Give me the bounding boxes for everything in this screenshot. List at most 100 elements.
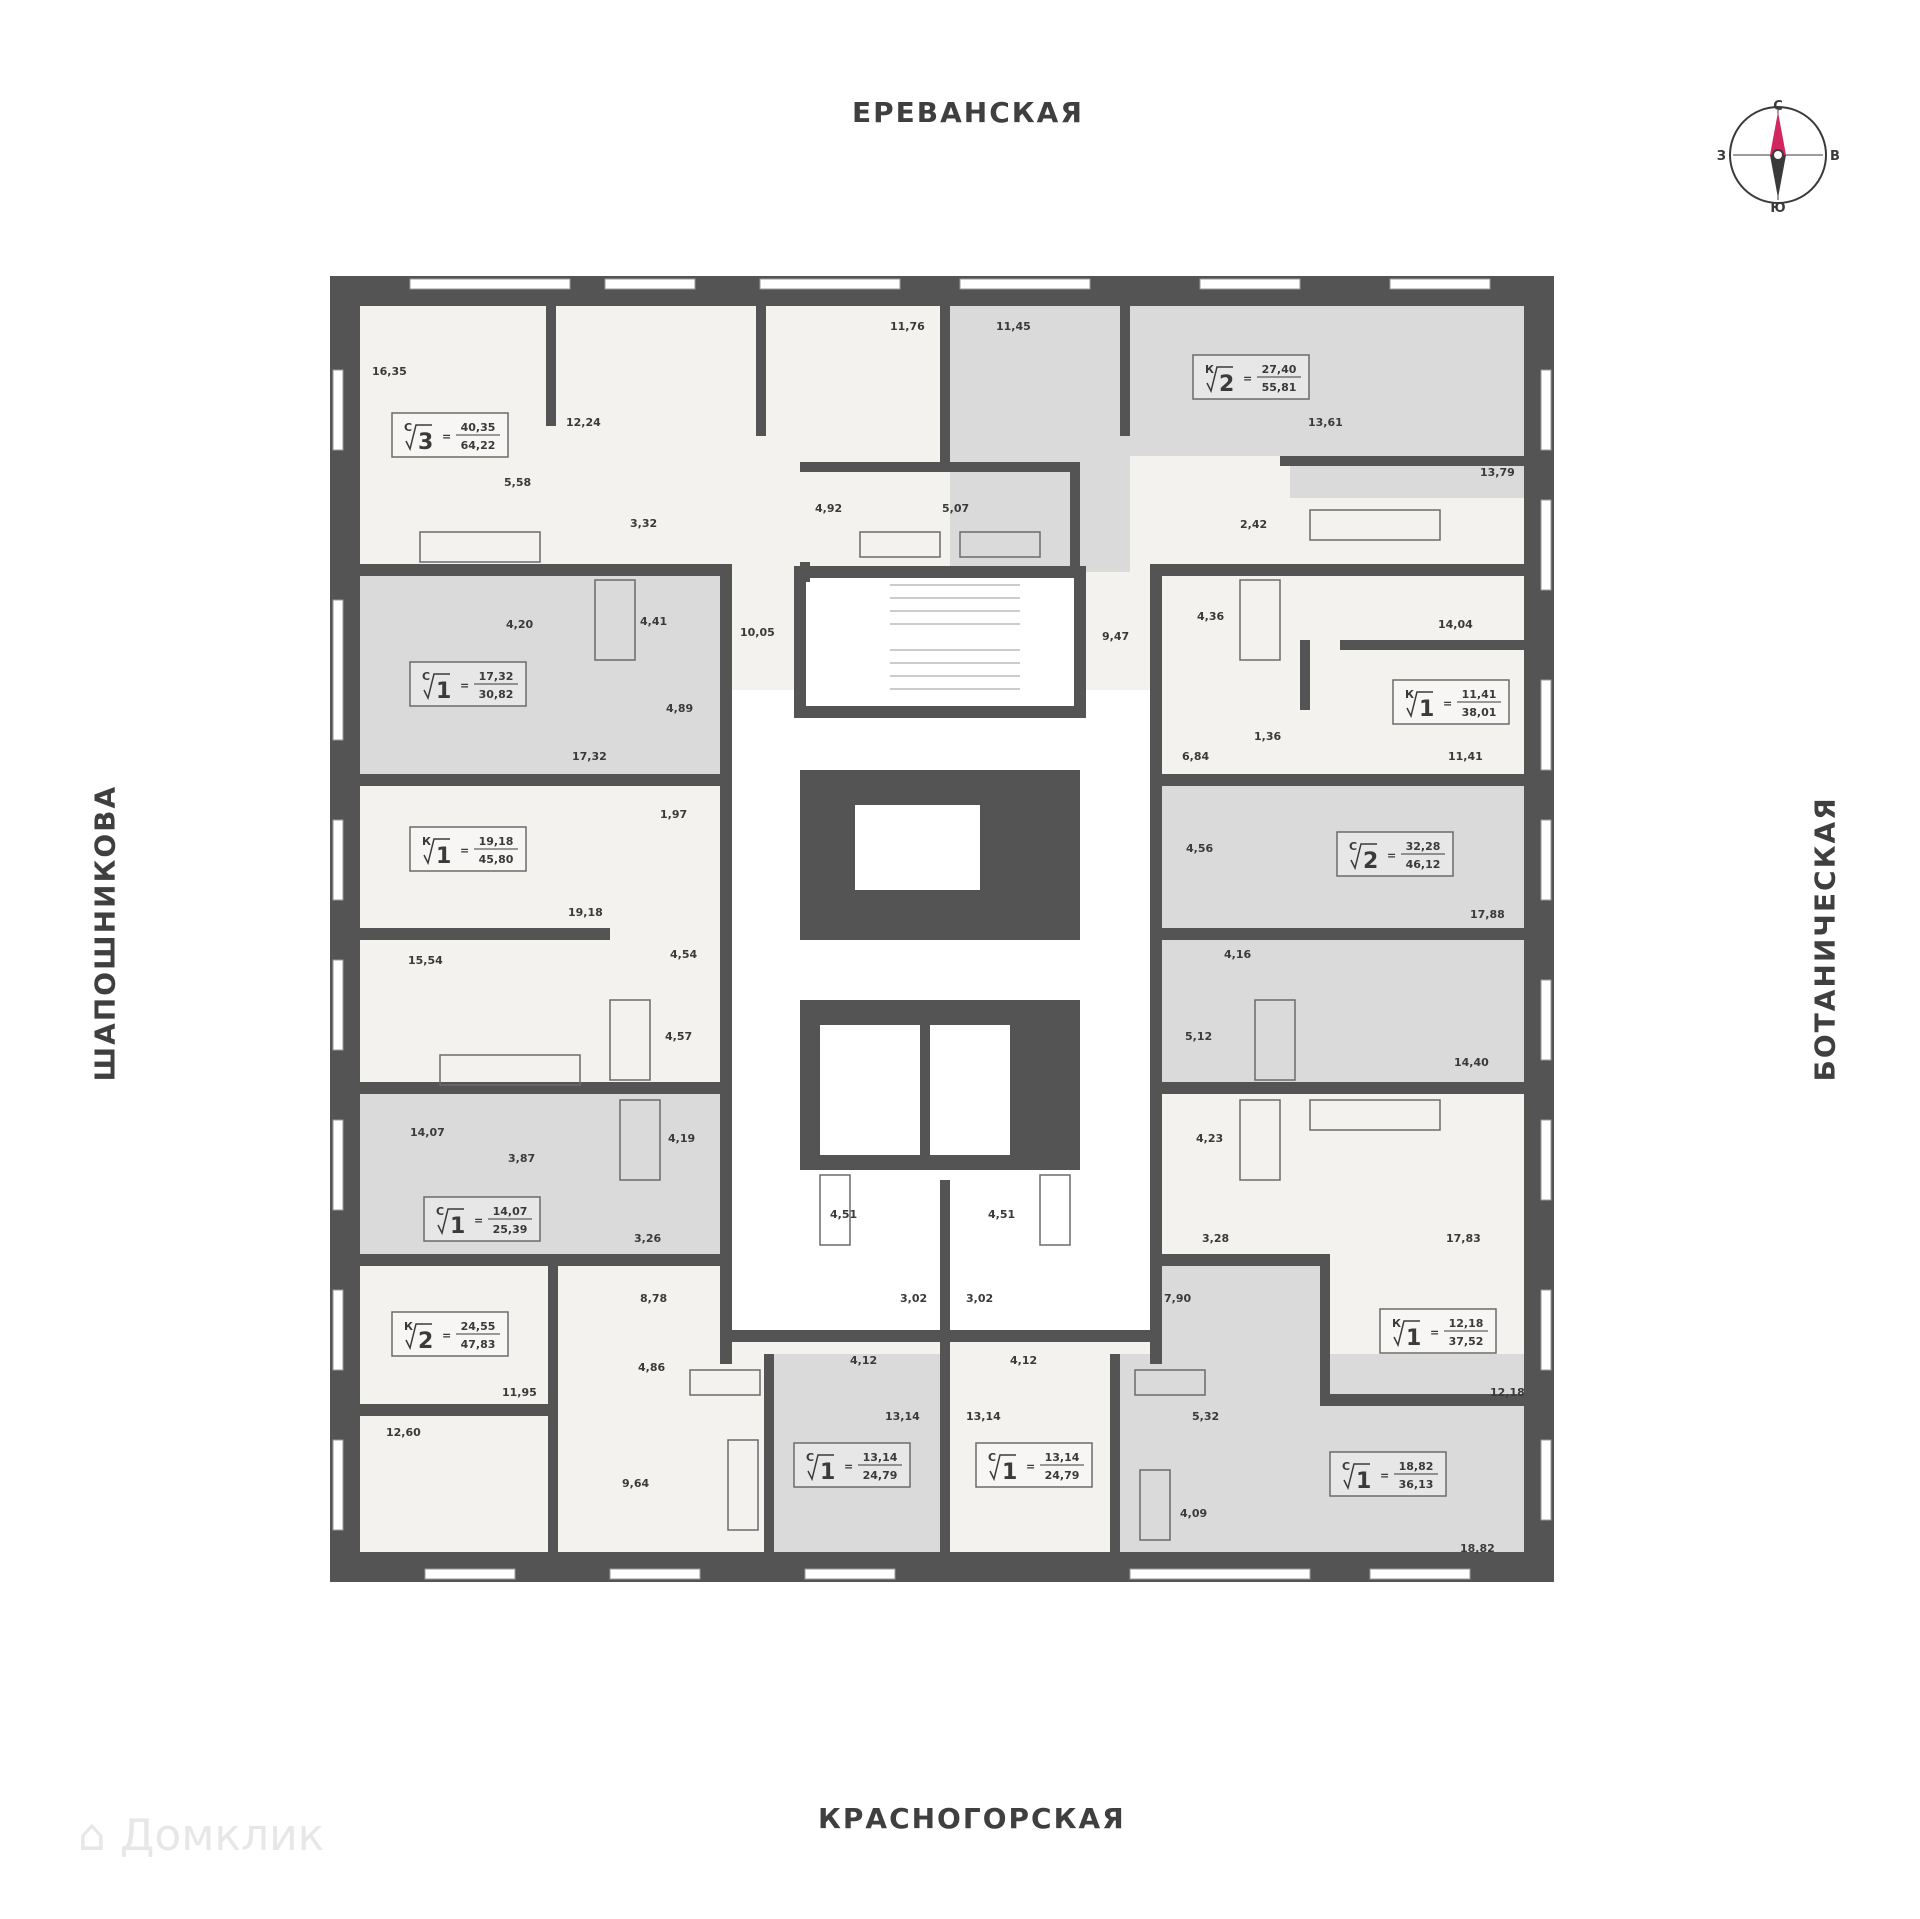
- living-area: 11,41: [1462, 688, 1497, 701]
- compass-east-label: В: [1830, 149, 1840, 164]
- compass: С Ю З В: [1717, 99, 1840, 216]
- apartment-rooms: 1: [450, 1214, 465, 1239]
- apartment-rooms: 1: [436, 679, 451, 704]
- room-area: 4,19: [668, 1132, 695, 1145]
- apartment-rooms: 1: [820, 1460, 835, 1485]
- equals-sign: =: [460, 679, 469, 692]
- apartment-type: К: [1405, 688, 1414, 701]
- room-area: 17,88: [1470, 908, 1505, 921]
- room-area: 4,51: [988, 1208, 1015, 1221]
- stair-steps: [890, 584, 1020, 690]
- room-area: 4,09: [1180, 1507, 1207, 1520]
- total-area: 64,22: [461, 439, 496, 452]
- room-area: 17,83: [1446, 1232, 1481, 1245]
- equals-sign: =: [1443, 697, 1452, 710]
- house-icon: ⌂: [78, 1810, 106, 1861]
- living-area: 40,35: [461, 421, 496, 434]
- total-area: 24,79: [863, 1469, 898, 1482]
- room-area: 3,32: [630, 517, 657, 530]
- room-area: 4,57: [665, 1030, 692, 1043]
- total-area: 37,52: [1449, 1335, 1484, 1348]
- stairwell: [794, 566, 1086, 718]
- radical-sign-icon: [423, 673, 450, 701]
- total-area: 38,01: [1462, 706, 1497, 719]
- room-area: 8,78: [640, 1292, 667, 1305]
- apartment-rooms: 2: [1219, 372, 1234, 397]
- equals-sign: =: [1243, 372, 1252, 385]
- room-area: 11,41: [1448, 750, 1483, 763]
- radical-sign-icon: [1406, 691, 1433, 719]
- watermark-text: Домклик: [119, 1810, 325, 1861]
- room-area: 11,76: [890, 320, 925, 333]
- radical-sign-icon: [1393, 1320, 1420, 1348]
- elevator-shaft-2: [820, 1025, 920, 1155]
- living-area: 24,55: [461, 1320, 496, 1333]
- room-area: 14,40: [1454, 1056, 1489, 1069]
- apartment-rooms: 1: [1002, 1460, 1017, 1485]
- compass-south-needle: [1770, 155, 1786, 198]
- street-north-label: ЕРЕВАНСКАЯ: [852, 96, 1084, 129]
- room-area: 4,56: [1186, 842, 1213, 855]
- room-area: 7,90: [1164, 1292, 1191, 1305]
- street-west-label: ШАПОШНИКОВА: [88, 784, 122, 1082]
- room-area: 4,92: [815, 502, 842, 515]
- room-area: 5,32: [1192, 1410, 1219, 1423]
- room-area: 4,16: [1224, 948, 1251, 961]
- total-area: 24,79: [1045, 1469, 1080, 1482]
- room-area: 11,45: [996, 320, 1031, 333]
- apartment-type: С: [404, 421, 412, 434]
- apartment-badges: С3=40,3564,22С1=17,3230,82К1=19,1845,80С…: [391, 354, 1510, 1497]
- apartment-type: С: [806, 1451, 814, 1464]
- room-area: 13,61: [1308, 416, 1343, 429]
- equals-sign: =: [1380, 1469, 1389, 1482]
- room-area: 1,97: [660, 808, 687, 821]
- room-area: 4,12: [1010, 1354, 1037, 1367]
- room-area: 15,54: [408, 954, 443, 967]
- room-area: 3,26: [634, 1232, 661, 1245]
- room-area: 6,84: [1182, 750, 1209, 763]
- apartment-rooms: 3: [418, 430, 433, 455]
- room-area: 12,60: [386, 1426, 421, 1439]
- room-area: 5,07: [942, 502, 969, 515]
- room-area: 4,41: [640, 615, 667, 628]
- room-area: 12,18: [1490, 1386, 1525, 1399]
- living-area: 13,14: [1045, 1451, 1080, 1464]
- total-area: 25,39: [493, 1223, 528, 1236]
- radical-sign-icon: [807, 1454, 834, 1482]
- room-area: 10,05: [740, 626, 775, 639]
- room-area: 14,04: [1438, 618, 1473, 631]
- room-area: 4,12: [850, 1354, 877, 1367]
- room-area: 12,24: [566, 416, 601, 429]
- room-area: 3,02: [900, 1292, 927, 1305]
- equals-sign: =: [442, 1329, 451, 1342]
- total-area: 36,13: [1399, 1478, 1434, 1491]
- room-area: 14,07: [410, 1126, 445, 1139]
- total-area: 55,81: [1262, 381, 1297, 394]
- living-area: 32,28: [1406, 840, 1441, 853]
- watermark-logo: ⌂ Домклик: [78, 1810, 324, 1861]
- compass-west-label: З: [1717, 149, 1726, 164]
- equals-sign: =: [474, 1214, 483, 1227]
- interior-walls: [330, 306, 1554, 1582]
- equals-sign: =: [1026, 1460, 1035, 1473]
- windows: [332, 278, 1552, 1580]
- elevator-shaft-3: [930, 1025, 1010, 1155]
- equals-sign: =: [442, 430, 451, 443]
- apartment-type: С: [436, 1205, 444, 1218]
- room-area: 5,58: [504, 476, 531, 489]
- street-south-label: КРАСНОГОРСКАЯ: [818, 1802, 1126, 1835]
- room-area: 9,64: [622, 1477, 649, 1490]
- room-area: 4,23: [1196, 1132, 1223, 1145]
- apartment-type: К: [1205, 363, 1214, 376]
- living-area: 18,82: [1399, 1460, 1434, 1473]
- room-area: 11,95: [502, 1386, 537, 1399]
